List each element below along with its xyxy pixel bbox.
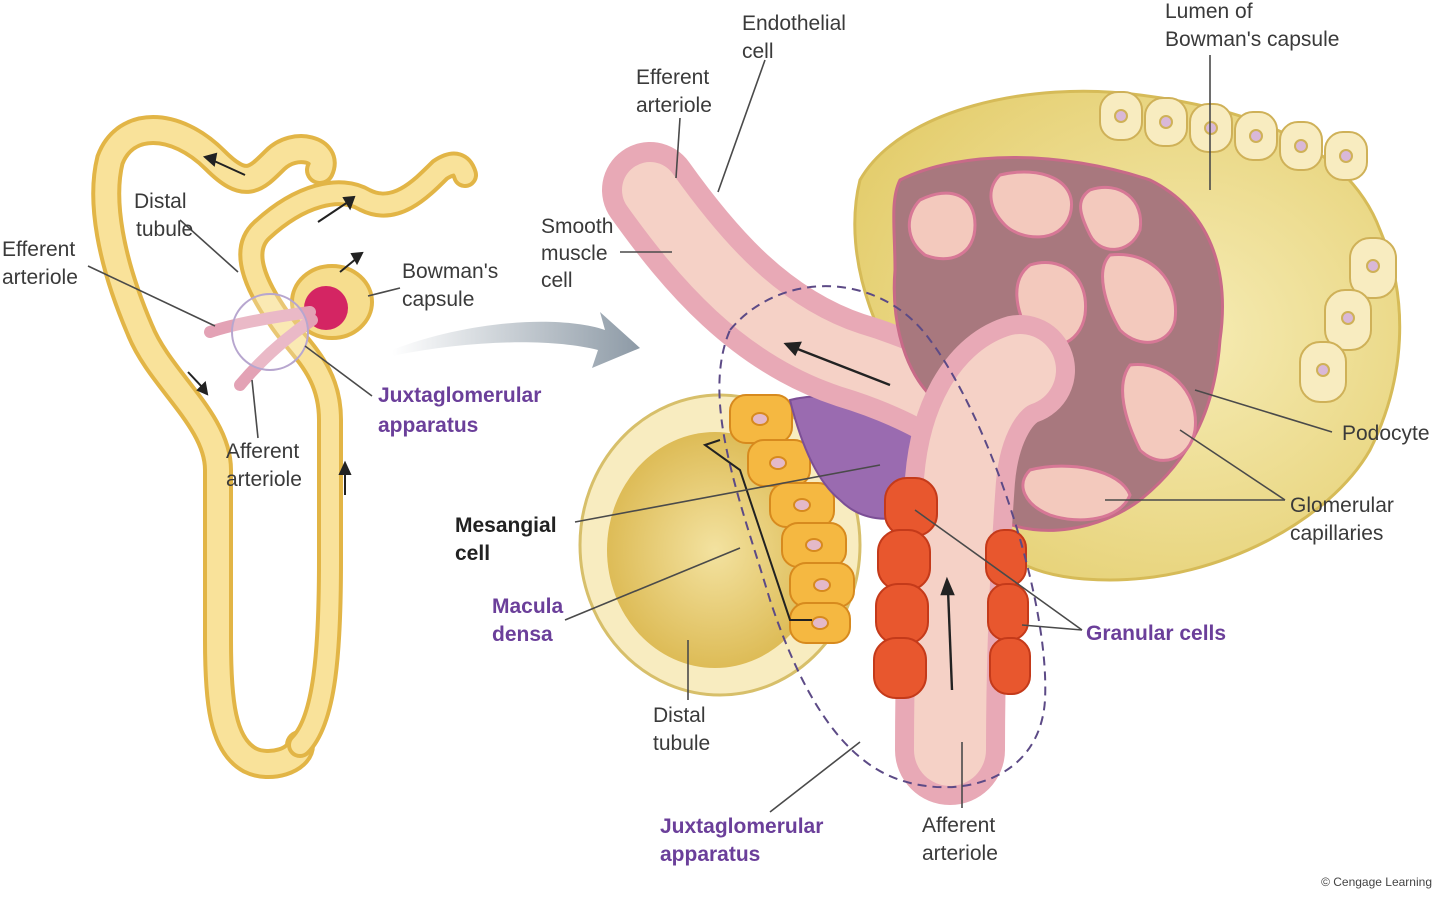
label-left-distal-tubule: Distal tubule	[134, 190, 193, 241]
afferent-arteriole-shape	[234, 314, 318, 391]
nephron-tubule	[95, 119, 333, 775]
granular-cells-shapes	[873, 477, 1031, 699]
left-leaders	[87, 219, 401, 439]
jga-dashed-outline	[718, 285, 1047, 789]
right-leaders	[564, 55, 1333, 813]
right-label-group: Endothelial cell Efferent arteriole Lume…	[455, 0, 1430, 866]
macula-densa-cells	[729, 394, 855, 644]
label-right-juxtaglomerular-apparatus: Juxtaglomerular apparatus	[660, 815, 829, 866]
ascending-limb	[242, 155, 474, 754]
label-lumen-bowmans-capsule: Lumen of Bowman's capsule	[1165, 0, 1339, 51]
distal-tubule-lumen	[607, 432, 823, 668]
label-left-efferent-arteriole: Efferent arteriole	[2, 238, 81, 289]
label-left-bowmans-capsule: Bowman's capsule	[402, 260, 504, 311]
label-glomerular-capillaries: Glomerular capillaries	[1290, 494, 1400, 545]
flow-arrows	[187, 152, 364, 495]
nephron-overview: Distal tubule Efferent arteriole Bowman'…	[2, 115, 547, 779]
capsule-epithelium	[1099, 91, 1397, 403]
arteriole-flow-arrows	[783, 341, 955, 691]
label-endothelial-cell: Endothelial cell	[742, 12, 852, 63]
macula-densa-bracket	[702, 439, 812, 621]
label-left-juxtaglomerular-apparatus: Juxtaglomerular apparatus	[378, 384, 547, 437]
label-podocyte: Podocyte	[1342, 422, 1430, 445]
left-label-group: Distal tubule Efferent arteriole Bowman'…	[2, 190, 547, 491]
jga-highlight-circle	[231, 293, 309, 371]
jga-detail: Endothelial cell Efferent arteriole Lume…	[455, 0, 1430, 866]
label-mesangial-cell: Mesangial cell	[455, 514, 562, 565]
label-left-afferent-arteriole: Afferent arteriole	[226, 440, 305, 491]
label-macula-densa: Macula densa	[492, 595, 569, 646]
label-granular-cells: Granular cells	[1086, 622, 1226, 645]
efferent-arteriole-shape	[204, 306, 316, 338]
copyright-notice: © Cengage Learning	[1321, 875, 1432, 889]
label-right-distal-tubule: Distal tubule	[653, 704, 711, 755]
label-smooth-muscle-cell: Smooth muscle cell	[541, 215, 619, 292]
zoom-arrow	[392, 312, 640, 368]
label-right-efferent-arteriole: Efferent arteriole	[636, 66, 715, 117]
label-right-afferent-arteriole: Afferent arteriole	[922, 814, 1001, 865]
